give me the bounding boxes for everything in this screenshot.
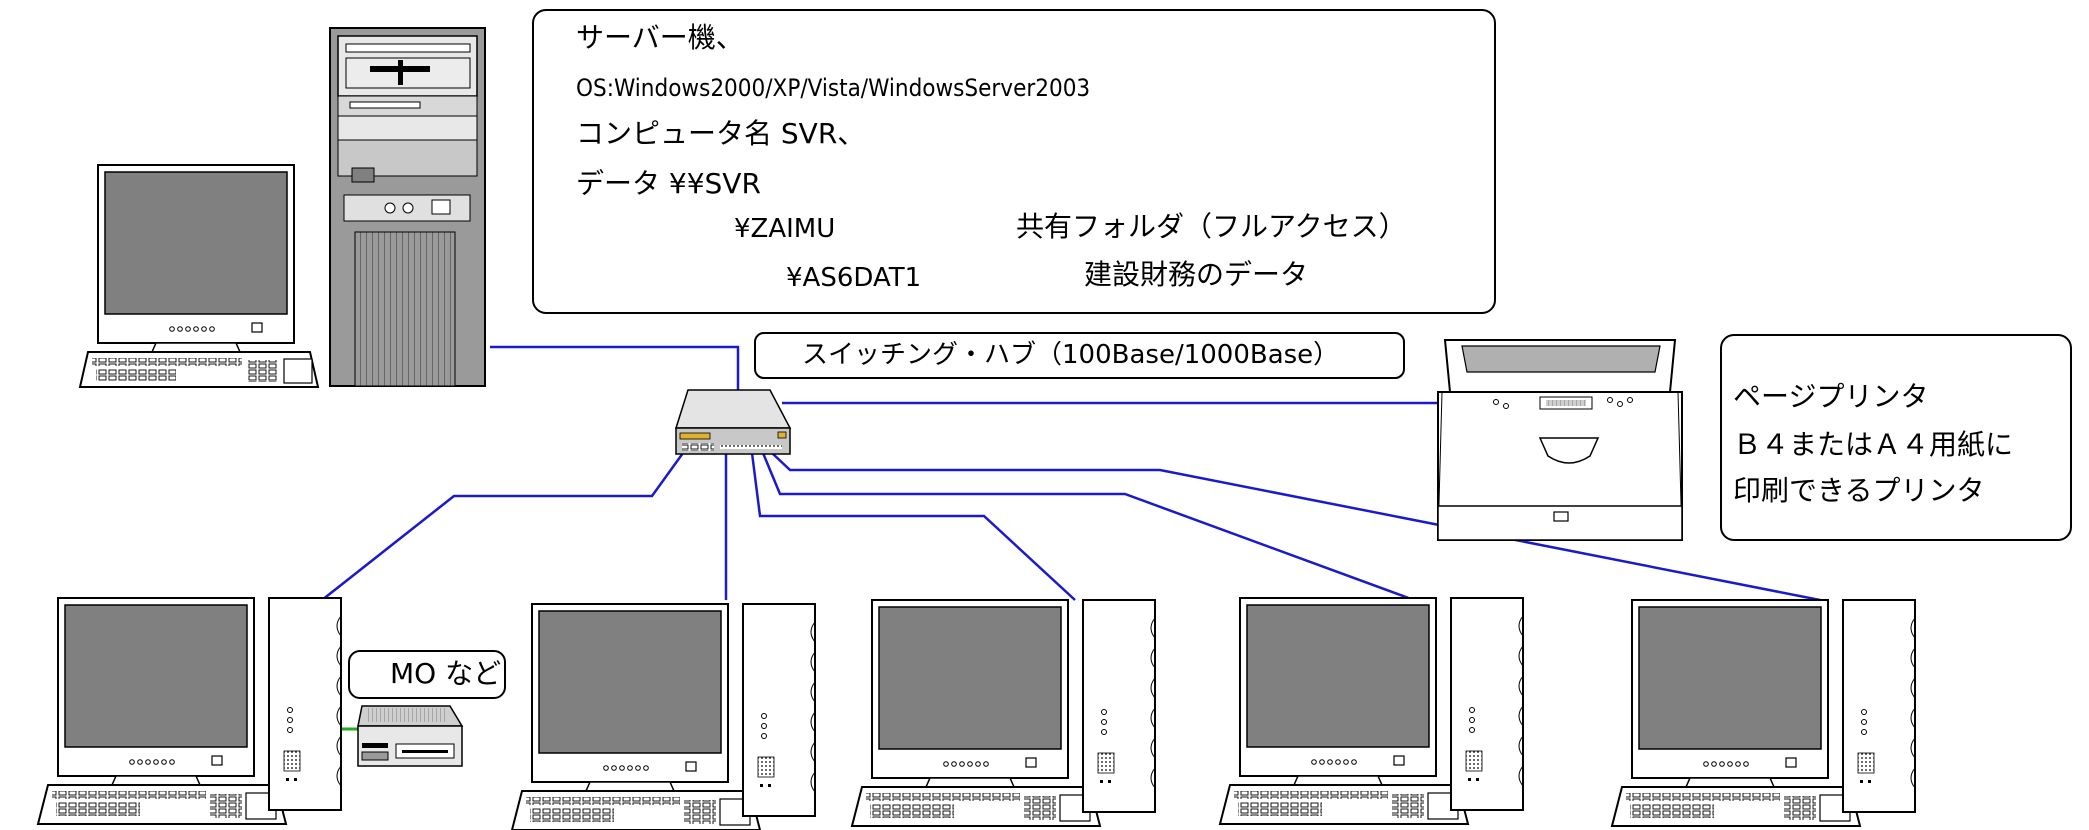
page-printer xyxy=(1437,339,1683,541)
hub-label: スイッチング・ハブ（100Base/1000Base） xyxy=(802,340,1340,370)
server-data-path: データ ¥¥SVR xyxy=(576,167,761,200)
network-cables xyxy=(321,345,1821,602)
printer-paper-size: Ｂ４またはＡ４用紙に xyxy=(1733,428,2014,461)
cable-hub-pc4 xyxy=(761,452,1415,602)
server-title: サーバー機、 xyxy=(576,21,744,54)
switching-hub xyxy=(674,389,792,455)
server-monitor xyxy=(78,164,320,388)
note-kensetsu-data: 建設財務のデータ xyxy=(1084,258,1309,291)
hub-label-box xyxy=(754,332,1405,379)
mo-drive xyxy=(357,705,464,767)
server-info-box xyxy=(532,9,1496,314)
server-os: OS:Windows2000/XP/Vista/WindowsServer200… xyxy=(576,74,1091,102)
cable-hub-pc3 xyxy=(750,452,1076,601)
client-pc-3 xyxy=(851,599,1156,827)
mo-label: MO など xyxy=(390,657,502,690)
server-computer-name: コンピュータ名 SVR、 xyxy=(576,117,866,150)
printer-description: 印刷できるプリンタ xyxy=(1733,474,1985,507)
printer-title: ページプリンタ xyxy=(1733,380,1929,413)
client-pc-4 xyxy=(1219,597,1524,825)
client-pc-2 xyxy=(511,603,816,830)
server-tower xyxy=(329,27,486,387)
client-pc-5 xyxy=(1611,599,1916,827)
path-zaimu: ¥ZAIMU xyxy=(734,214,836,244)
printer-info-box xyxy=(1720,334,2072,541)
cable-server-hub xyxy=(490,345,740,400)
client-pc-1 xyxy=(37,597,342,825)
note-shared-folder: 共有フォルダ（フルアクセス） xyxy=(1016,210,1407,243)
path-as6dat1: ¥AS6DAT1 xyxy=(786,263,922,293)
cable-hub-pc1 xyxy=(321,452,685,601)
mo-label-box xyxy=(348,650,506,699)
